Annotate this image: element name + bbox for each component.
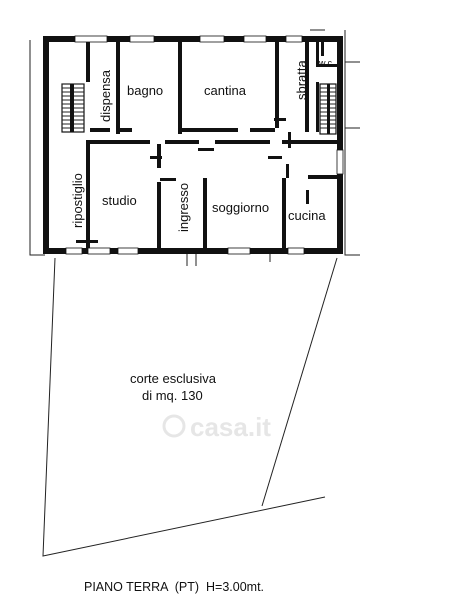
exterior-walls xyxy=(43,36,343,254)
room-label-wc: w.c. xyxy=(318,58,335,68)
room-label-ingresso: ingresso xyxy=(176,183,191,232)
neighbour-outlines xyxy=(29,29,360,256)
room-label-ripostiglio: ripostiglio xyxy=(70,173,85,228)
room-label-sbratta: sbratta xyxy=(294,59,309,100)
courtyard-label-line1: corte esclusiva xyxy=(130,371,217,386)
staircase-left xyxy=(61,83,85,133)
staircase-right xyxy=(319,83,337,135)
plan-caption: PIANO TERRA (PT) H=3.00mt. xyxy=(84,580,264,594)
courtyard-label-line2: di mq. 130 xyxy=(142,388,203,403)
windows xyxy=(65,35,344,255)
watermark-text: casa.it xyxy=(190,412,271,442)
room-label-soggiorno: soggiorno xyxy=(212,200,269,215)
room-label-cantina: cantina xyxy=(204,83,247,98)
room-label-cucina: cucina xyxy=(288,208,326,223)
room-label-bagno: bagno xyxy=(127,83,163,98)
courtyard-boundary xyxy=(42,257,338,557)
room-label-studio: studio xyxy=(102,193,137,208)
room-label-dispensa: dispensa xyxy=(98,69,113,122)
watermark-logo: casa.it xyxy=(162,412,271,442)
front-steps xyxy=(186,254,271,266)
door-marks xyxy=(76,42,324,243)
